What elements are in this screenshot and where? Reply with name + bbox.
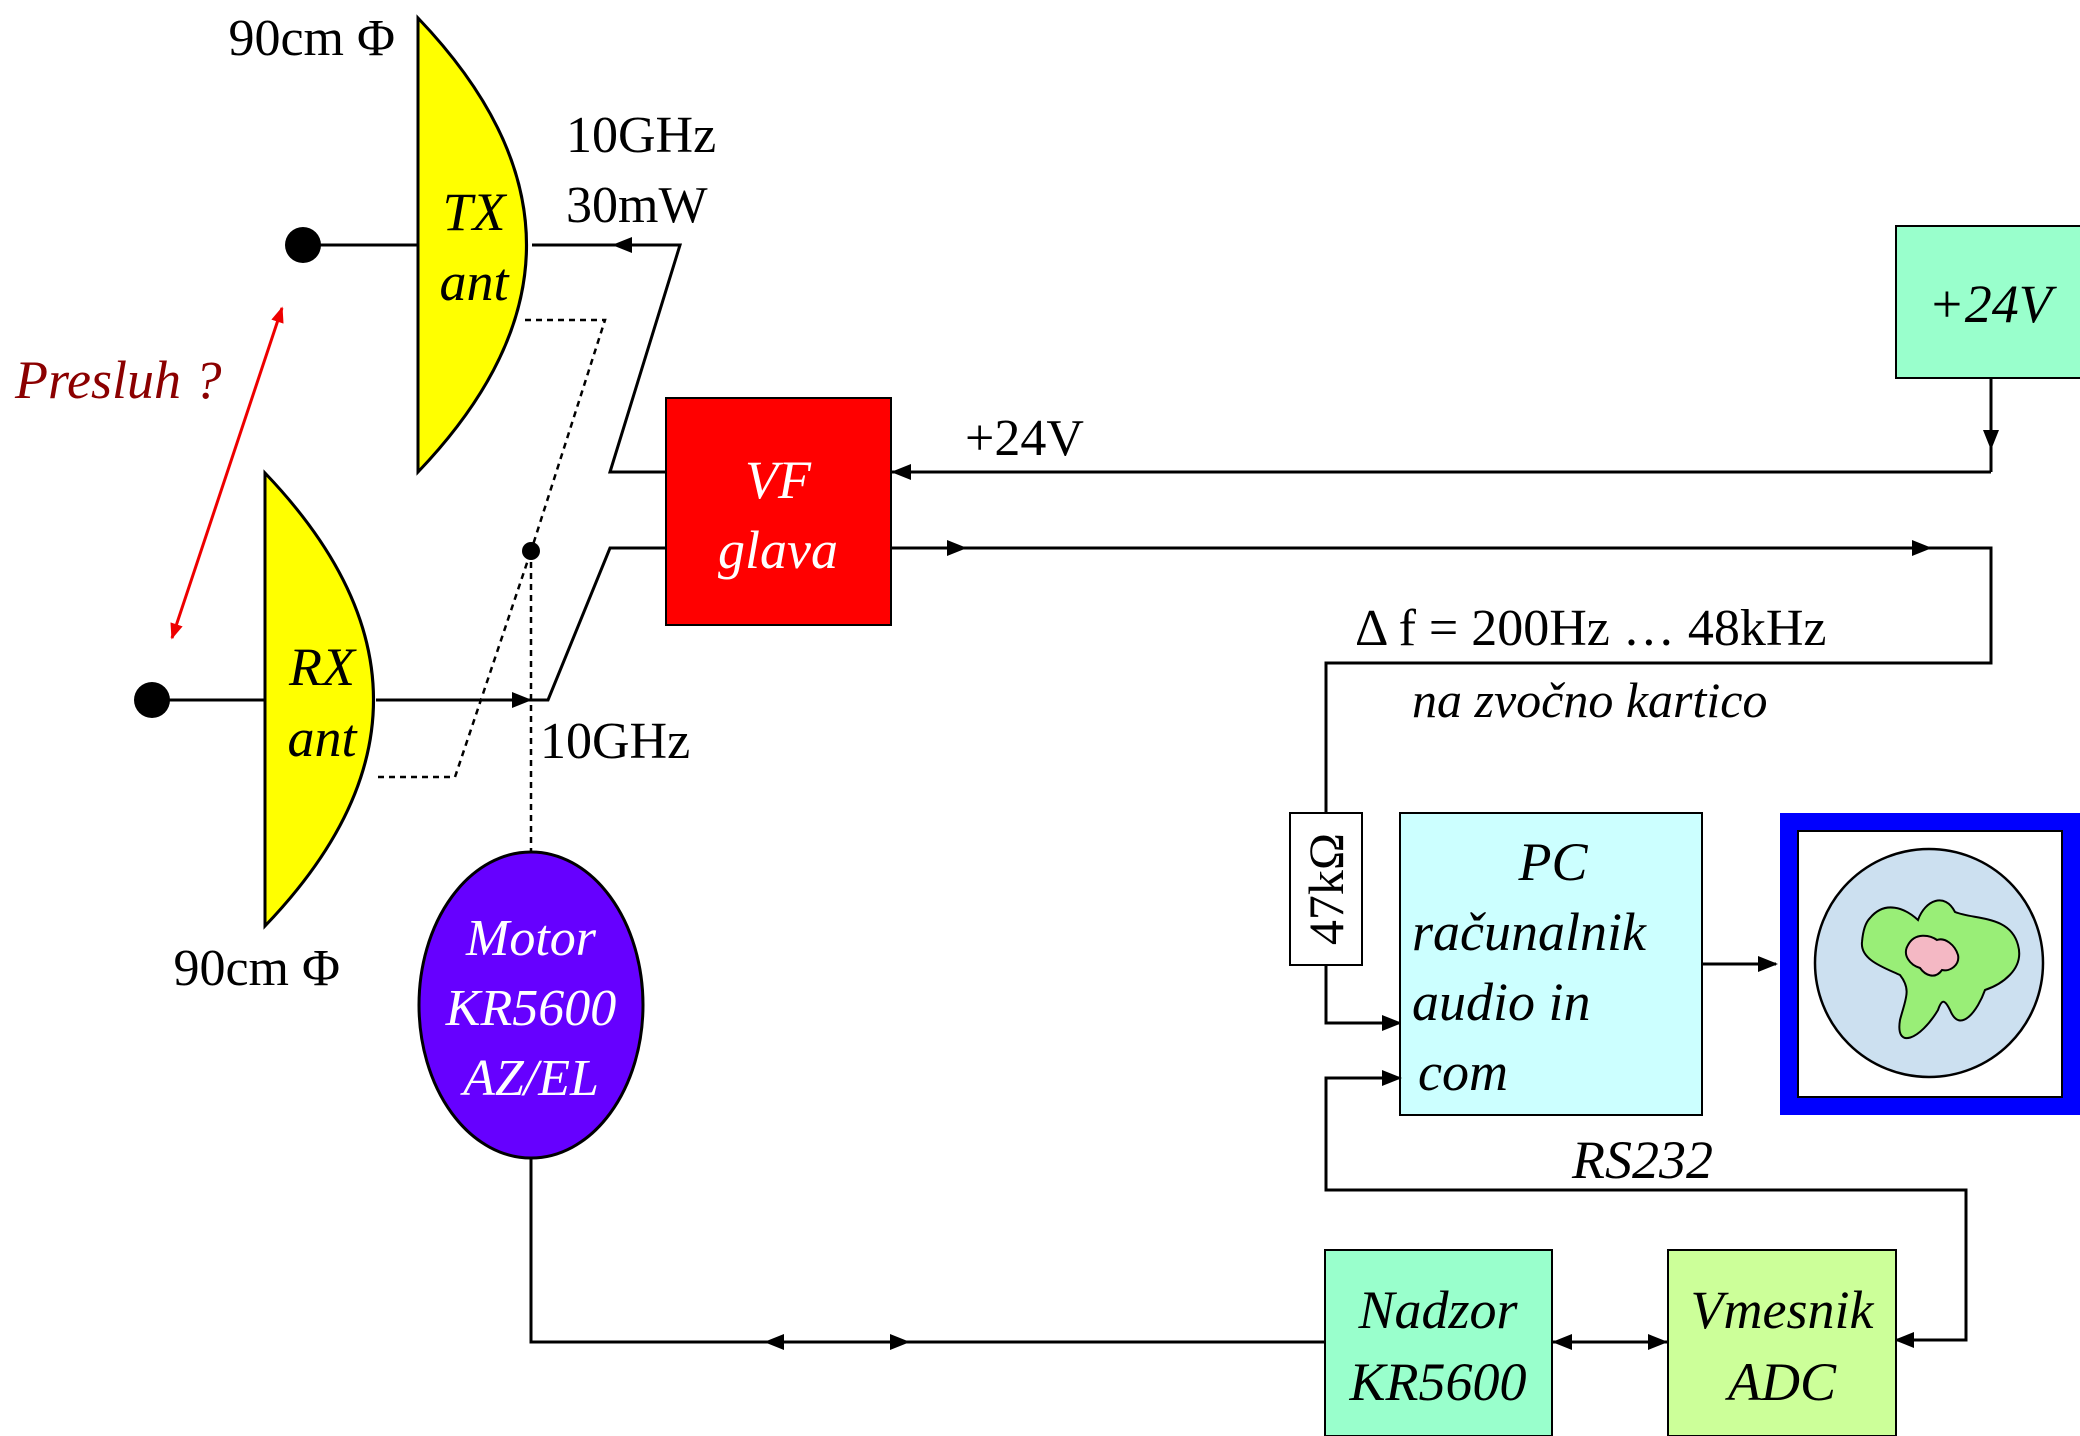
interface-label-2: ADC (1725, 1352, 1837, 1412)
display-echo-core (1904, 934, 1960, 977)
power-supply-block: +24V (1895, 225, 2080, 379)
coupling-joint (522, 542, 540, 560)
if-output-line (891, 546, 1993, 813)
rs232-label: RS232 (1571, 1130, 1713, 1190)
controller-label-1: Nadzor (1357, 1280, 1518, 1340)
tx-power-label: 30mW (566, 177, 708, 234)
motor-label-1: Motor (465, 910, 597, 967)
pc-label-4: com (1418, 1042, 1508, 1102)
resistor-47k: 47kΩ (1289, 812, 1363, 966)
rx-antenna-label-1: RX (288, 637, 357, 697)
rs232-line (1324, 1076, 1968, 1340)
pc-label-3: audio in (1412, 972, 1591, 1032)
tx-antenna-label-2: ant (439, 252, 510, 312)
controller-label-2: KR5600 (1348, 1352, 1526, 1412)
rs232-arrow-adc (1894, 1320, 1968, 1348)
crosstalk-arrow (170, 306, 284, 640)
tx-mount-link (525, 318, 607, 552)
radar-display-icon (1780, 813, 2080, 1115)
tx-antenna-dish (416, 14, 528, 476)
rx-freq-label: 10GHz (540, 713, 690, 770)
resistor-label: 47kΩ (1298, 833, 1354, 945)
interface-block: Vmesnik ADC (1667, 1249, 1897, 1436)
motor-label-3: AZ/EL (460, 1050, 599, 1107)
vf-head-label-2: glava (718, 520, 838, 580)
pc-label-1: PC (1517, 832, 1588, 892)
rx-feed-line (376, 546, 666, 702)
pc-block: PC računalnik audio in com (1399, 812, 1703, 1116)
vf-head-label-1: VF (745, 450, 812, 510)
rx-antenna: RX ant 90cm Φ (134, 469, 375, 997)
pc-label-2: računalnik (1412, 902, 1647, 962)
tx-antenna-label-1: TX (442, 182, 507, 242)
motor-label-2: KR5600 (445, 980, 616, 1037)
soundcard-label: na zvočno kartico (1412, 672, 1767, 728)
rx-mount-link (378, 550, 533, 779)
motor-control-line (529, 1158, 1325, 1344)
rx-antenna-dish (263, 469, 375, 930)
tx-feed-line (532, 243, 683, 474)
rx-antenna-size: 90cm Φ (173, 940, 340, 997)
tx-freq-label: 10GHz (566, 107, 716, 164)
power-supply-label: +24V (1928, 274, 2057, 334)
tx-antenna-size: 90cm Φ (228, 10, 395, 67)
vf-head-block: VF glava (665, 397, 892, 626)
resistor-to-pc-line (1324, 965, 1400, 1025)
crosstalk-label: Presluh ? (14, 350, 221, 410)
controller-block: Nadzor KR5600 (1324, 1249, 1553, 1436)
freq-range-label: Δ f = 200Hz … 48kHz (1355, 600, 1826, 657)
motor-block: Motor KR5600 AZ/EL (417, 850, 645, 1160)
rx-antenna-label-2: ant (287, 708, 358, 768)
power-feed-label: +24V (965, 410, 1084, 467)
tx-antenna: TX ant 90cm Φ (228, 10, 528, 476)
interface-label-1: Vmesnik (1691, 1280, 1875, 1340)
